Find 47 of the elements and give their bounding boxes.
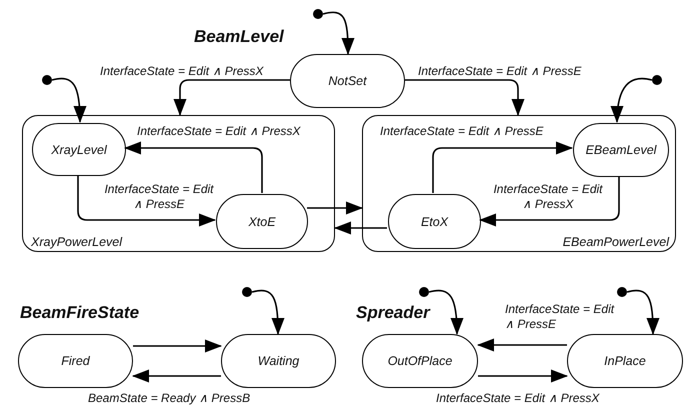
transition-arrow: [405, 79, 524, 116]
state-name: Waiting: [258, 354, 300, 368]
state-box: [290, 54, 405, 108]
state-box: [18, 334, 133, 388]
state-name: XtoE: [248, 214, 276, 228]
state-box: [362, 334, 478, 388]
transition-arrow: [479, 176, 620, 226]
transition-arrow: [174, 79, 290, 116]
transition-arrow: [334, 222, 387, 234]
transition-arrow: [307, 202, 363, 214]
transition-arrow: [52, 78, 86, 123]
transition-arrow: [626, 290, 660, 335]
transition-arrow: [477, 338, 567, 352]
initial-state-dot: [652, 75, 662, 85]
initial-state-dot: [42, 75, 52, 85]
state-name: Fired: [61, 354, 90, 368]
state-name: EtoX: [420, 214, 448, 228]
state-name: EBeamPowerLevel: [562, 235, 669, 249]
transition-arrow: [432, 142, 573, 193]
state-box: [221, 334, 336, 388]
state-box: [32, 123, 126, 176]
transition-arrow: [132, 370, 221, 382]
state-box: [567, 334, 683, 388]
region-title: BeamFireState: [20, 303, 140, 323]
state-name: InPlace: [604, 354, 646, 368]
state-name: NotSet: [328, 74, 367, 88]
region-title: BeamLevel: [194, 27, 284, 47]
transition-arrow: [322, 12, 354, 55]
initial-state-dot: [419, 287, 429, 297]
transition-arrow: [77, 175, 216, 226]
transition-arrow: [478, 370, 568, 382]
transition-arrow: [611, 78, 652, 123]
edge-label: BeamState = Ready ∧ PressB: [88, 391, 250, 406]
transition-arrow: [133, 340, 222, 352]
initial-state-dot: [242, 287, 252, 297]
state-name: EBeamLevel: [586, 143, 656, 157]
transition-arrow: [428, 290, 464, 335]
state-box: [573, 123, 669, 177]
state-box: [216, 194, 308, 249]
initial-state-dot: [617, 287, 627, 297]
state-name: XrayLevel: [51, 142, 107, 156]
region-title: Spreader: [356, 303, 430, 323]
transition-arrow: [252, 290, 284, 335]
initial-state-dot: [313, 9, 323, 19]
transition-arrow: [124, 142, 263, 193]
state-name: XrayPowerLevel: [31, 235, 122, 249]
state-name: OutOfPlace: [388, 354, 452, 368]
